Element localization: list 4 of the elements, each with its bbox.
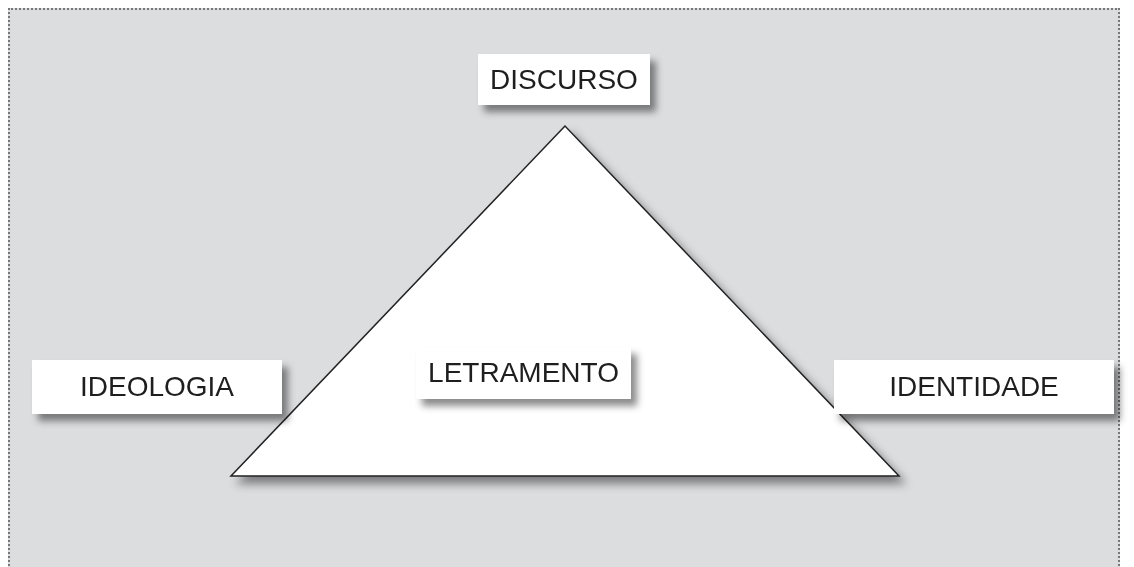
concept-label: IDEOLOGIA bbox=[32, 360, 282, 414]
concept-label: DISCURSO bbox=[478, 54, 650, 105]
concept-label: LETRAMENTO bbox=[416, 347, 631, 399]
concept-label: IDENTIDADE bbox=[834, 360, 1114, 414]
